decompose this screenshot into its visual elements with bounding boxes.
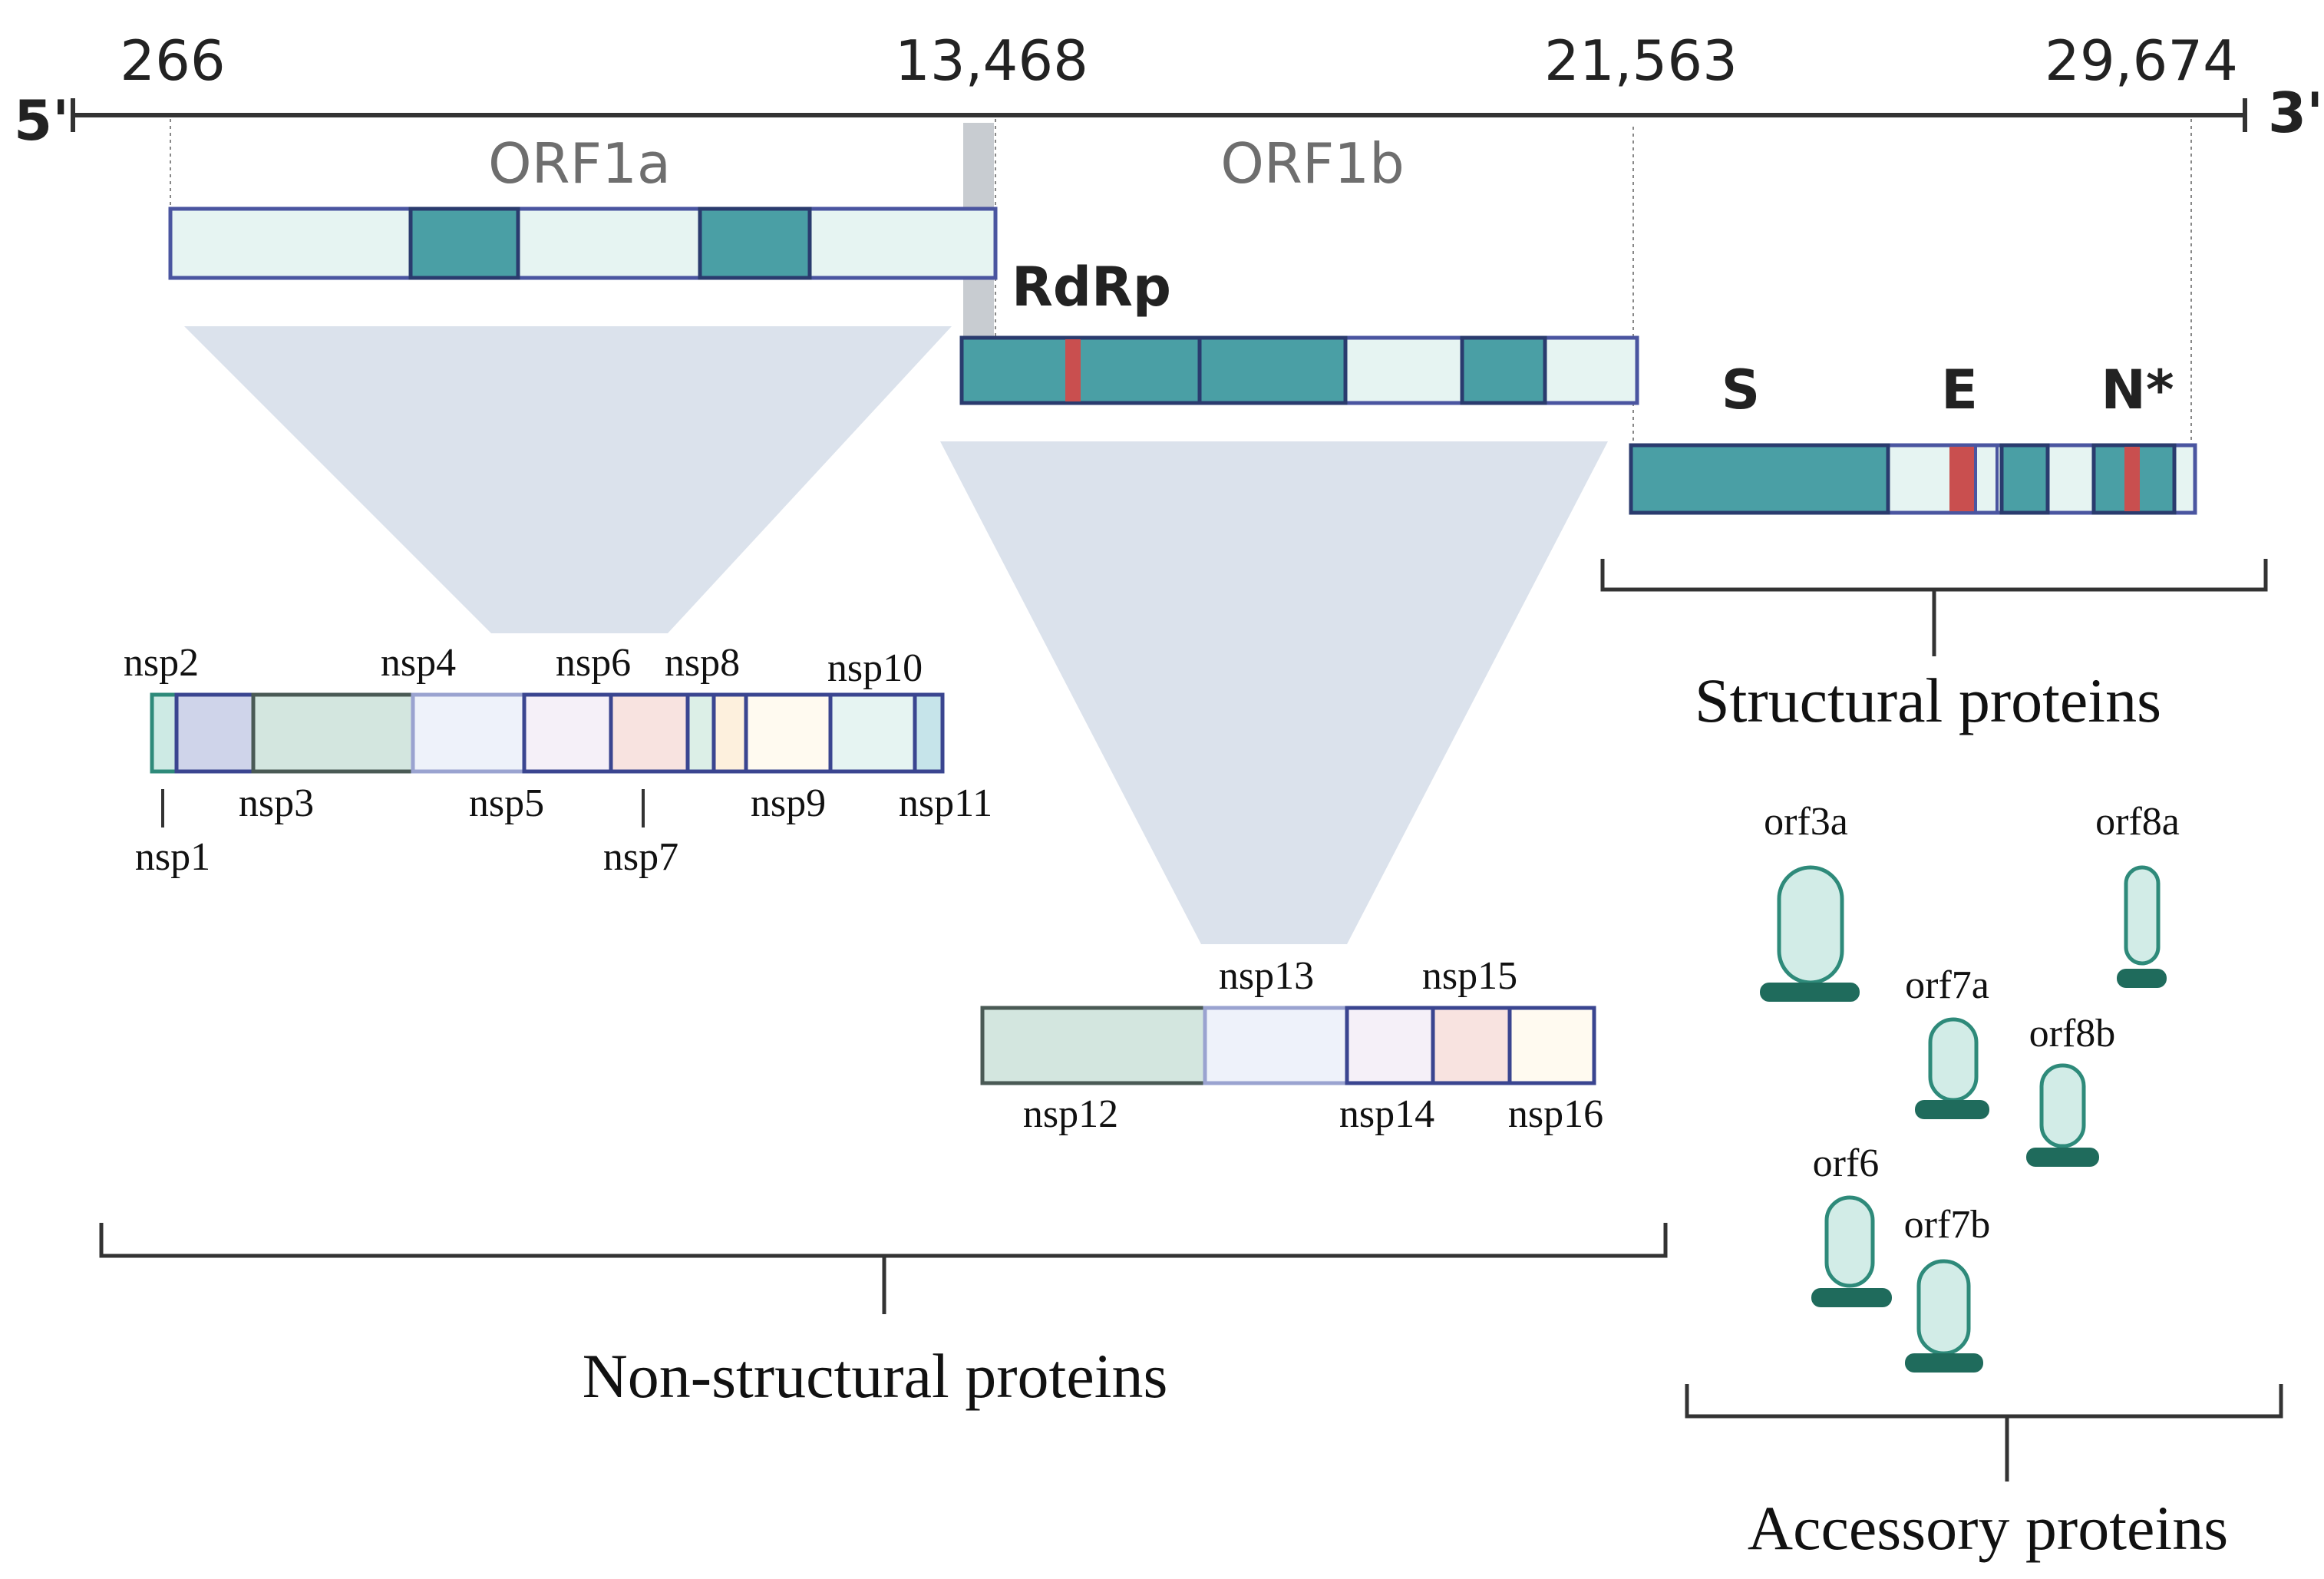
nsp12-16-bar bbox=[980, 1006, 1596, 1085]
accessory-proteins-label: Accessory proteins bbox=[1748, 1493, 2228, 1563]
position-13468: 13,468 bbox=[895, 28, 1088, 93]
orf8b-icon bbox=[2039, 1063, 2086, 1148]
orf8a-label: orf8a bbox=[2095, 800, 2180, 844]
nsp3-label: nsp3 bbox=[239, 781, 314, 825]
structural-bracket bbox=[1600, 559, 2268, 656]
orf8b-label: orf8b bbox=[2029, 1012, 2116, 1055]
accessory-icons bbox=[1760, 865, 2167, 1373]
nsp8-label: nsp8 bbox=[665, 641, 740, 685]
nsp1-11-bar bbox=[150, 692, 945, 774]
orf1a-label: ORF1a bbox=[488, 131, 671, 196]
position-21563: 21,563 bbox=[1544, 28, 1738, 93]
orf1b-label: ORF1b bbox=[1220, 131, 1405, 196]
structural-bar bbox=[1629, 443, 2197, 515]
nsp7-label: nsp7 bbox=[603, 835, 678, 879]
orf7b-icon bbox=[1916, 1259, 1971, 1356]
nsp16-label: nsp16 bbox=[1508, 1092, 1603, 1136]
five-prime-label: 5' bbox=[14, 88, 69, 153]
nsp4-label: nsp4 bbox=[381, 641, 456, 685]
nsp9-label: nsp9 bbox=[751, 781, 826, 825]
orf1a-bar bbox=[168, 206, 998, 280]
nsp13-label: nsp13 bbox=[1219, 954, 1314, 998]
orf1b-bar bbox=[959, 335, 1639, 405]
nsp5-label: nsp5 bbox=[469, 781, 544, 825]
accessory-bracket bbox=[1685, 1384, 2283, 1482]
three-prime-label: 3' bbox=[2268, 81, 2323, 145]
structural-proteins-label: Structural proteins bbox=[1695, 666, 2161, 735]
e-protein-label: E bbox=[1941, 358, 1978, 421]
nsp6-label: nsp6 bbox=[556, 641, 631, 685]
nsp10-label: nsp10 bbox=[827, 646, 923, 690]
nonstructural-proteins-label: Non-structural proteins bbox=[583, 1341, 1168, 1411]
nonstructural-bracket bbox=[99, 1223, 1668, 1314]
orf3a-icon bbox=[1777, 865, 1844, 985]
n-protein-label: N* bbox=[2101, 358, 2174, 421]
nsp11-label: nsp11 bbox=[899, 781, 992, 825]
rdrp-label: RdRp bbox=[1012, 256, 1171, 319]
nsp2-label: nsp2 bbox=[124, 641, 199, 685]
nsp1-label: nsp1 bbox=[135, 835, 210, 879]
orf6-label: orf6 bbox=[1813, 1141, 1880, 1185]
nsp15-label: nsp15 bbox=[1422, 954, 1517, 998]
nsp12-label: nsp12 bbox=[1023, 1092, 1118, 1136]
orf7b-label: orf7b bbox=[1904, 1203, 1991, 1247]
nsp14-label: nsp14 bbox=[1339, 1092, 1434, 1136]
position-266: 266 bbox=[120, 28, 225, 93]
s-protein-label: S bbox=[1722, 358, 1760, 421]
orf8a-icon bbox=[2124, 865, 2161, 966]
orf7a-icon bbox=[1928, 1017, 1979, 1102]
orf1a-projection bbox=[184, 326, 952, 633]
position-29674: 29,674 bbox=[2045, 28, 2238, 93]
orf3a-label: orf3a bbox=[1764, 800, 1848, 844]
orf1b-projection bbox=[940, 441, 1608, 944]
orf7a-label: orf7a bbox=[1905, 963, 1989, 1007]
orf6-icon bbox=[1824, 1195, 1875, 1288]
